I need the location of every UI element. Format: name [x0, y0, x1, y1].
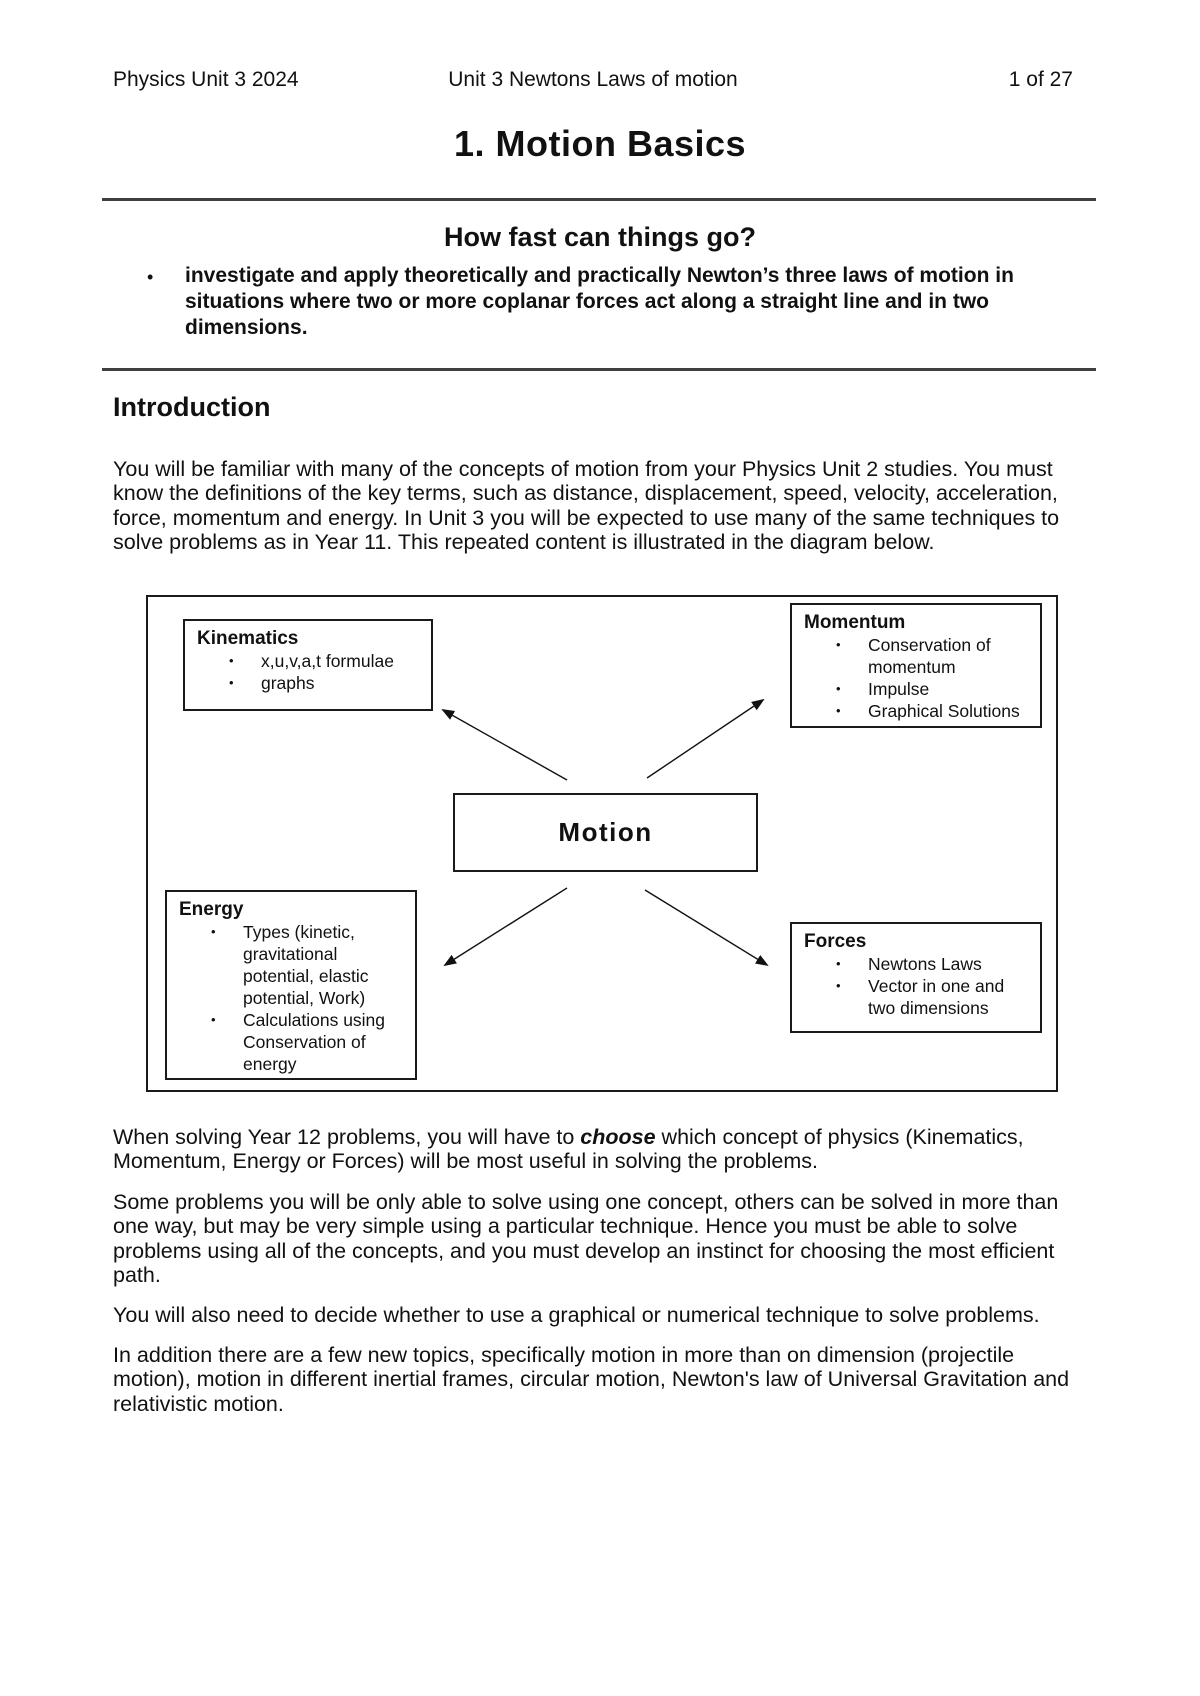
header-page-number: 1 of 27: [1008, 68, 1073, 91]
horizontal-rule-bottom: [102, 368, 1096, 371]
horizontal-rule-top: [102, 198, 1096, 201]
list-item: •Impulse: [836, 679, 930, 699]
outcome-bullet-item: • investigate and apply theoretically an…: [147, 263, 1027, 341]
bullet-icon: •: [836, 978, 841, 993]
header-course: Physics Unit 3 2024: [113, 68, 299, 91]
page-header: Physics Unit 3 2024 Unit 3 Newtons Laws …: [113, 68, 1073, 92]
kinematics-title: Kinematics: [197, 628, 299, 649]
introduction-heading: Introduction: [113, 392, 271, 422]
motion-label: Motion: [558, 817, 653, 847]
forces-title: Forces: [804, 931, 867, 952]
header-unit-name: Unit 3 Newtons Laws of motion: [448, 68, 738, 91]
list-item: •x,u,v,a,t formulae: [229, 651, 394, 671]
arrow-to-momentum: [646, 698, 765, 779]
paragraph-techniques: Some problems you will be only able to s…: [113, 1189, 1059, 1288]
document-title: 1. Motion Basics: [453, 123, 747, 164]
diagram-arrows: [441, 698, 769, 967]
question-heading: How fast can things go?: [443, 222, 756, 252]
momentum-list: •Conservation of momentum •Impulse •Grap…: [792, 634, 1040, 722]
diagram-box-forces: Forces •Newtons Laws •Vector in one and …: [790, 922, 1042, 1033]
paragraph-new-topics: In addition there are a few new topics, …: [113, 1342, 1070, 1416]
diagram-box-motion: Motion: [453, 793, 758, 872]
list-item: •Graphical Solutions: [836, 701, 1020, 721]
p1-choose-emphasis: choose: [580, 1124, 656, 1149]
energy-list: •Types (kinetic, gravitational potential…: [167, 921, 415, 1075]
list-item: •Calculations using Conservation of ener…: [211, 1010, 386, 1074]
diagram-box-energy: Energy •Types (kinetic, gravitational po…: [165, 890, 417, 1080]
arrow-to-energy: [443, 887, 568, 967]
bullet-icon: •: [211, 1012, 216, 1027]
energy-title: Energy: [179, 899, 244, 920]
bullet-icon: •: [836, 681, 841, 696]
bullet-icon: •: [229, 653, 234, 668]
p1-after: which concept of physics (Kinematics, Mo…: [113, 1124, 1024, 1174]
list-item: •Conservation of momentum: [836, 635, 991, 677]
bullet-icon: •: [836, 956, 841, 971]
list-item: •Types (kinetic, gravitational potential…: [211, 922, 369, 1008]
forces-list: •Newtons Laws •Vector in one and two dim…: [792, 953, 1040, 1019]
diagram-box-momentum: Momentum •Conservation of momentum •Impu…: [790, 603, 1042, 728]
paragraph-choose: When solving Year 12 problems, you will …: [113, 1125, 1073, 1174]
list-item: •Newtons Laws: [836, 954, 982, 974]
motion-concept-diagram: Kinematics •x,u,v,a,t formulae •graphs M…: [146, 595, 1058, 1092]
paragraph-graphical-numerical: You will also need to decide whether to …: [113, 1302, 1040, 1327]
list-item: •Vector in one and two dimensions: [836, 976, 1005, 1018]
bullet-icon: •: [147, 267, 154, 287]
p1-before: When solving Year 12 problems, you will …: [113, 1124, 581, 1149]
introduction-paragraph: You will be familiar with many of the co…: [113, 456, 1060, 555]
bullet-icon: •: [229, 675, 234, 690]
outcome-text: investigate and apply theoretically and …: [185, 264, 1014, 339]
diagram-box-kinematics: Kinematics •x,u,v,a,t formulae •graphs: [183, 619, 433, 711]
bullet-icon: •: [836, 703, 841, 718]
bullet-icon: •: [211, 924, 216, 939]
bullet-icon: •: [836, 637, 841, 652]
arrow-to-forces: [644, 889, 769, 967]
arrow-to-kinematics: [441, 709, 568, 781]
list-item: •graphs: [229, 673, 315, 693]
kinematics-list: •x,u,v,a,t formulae •graphs: [185, 650, 431, 694]
momentum-title: Momentum: [804, 612, 906, 633]
